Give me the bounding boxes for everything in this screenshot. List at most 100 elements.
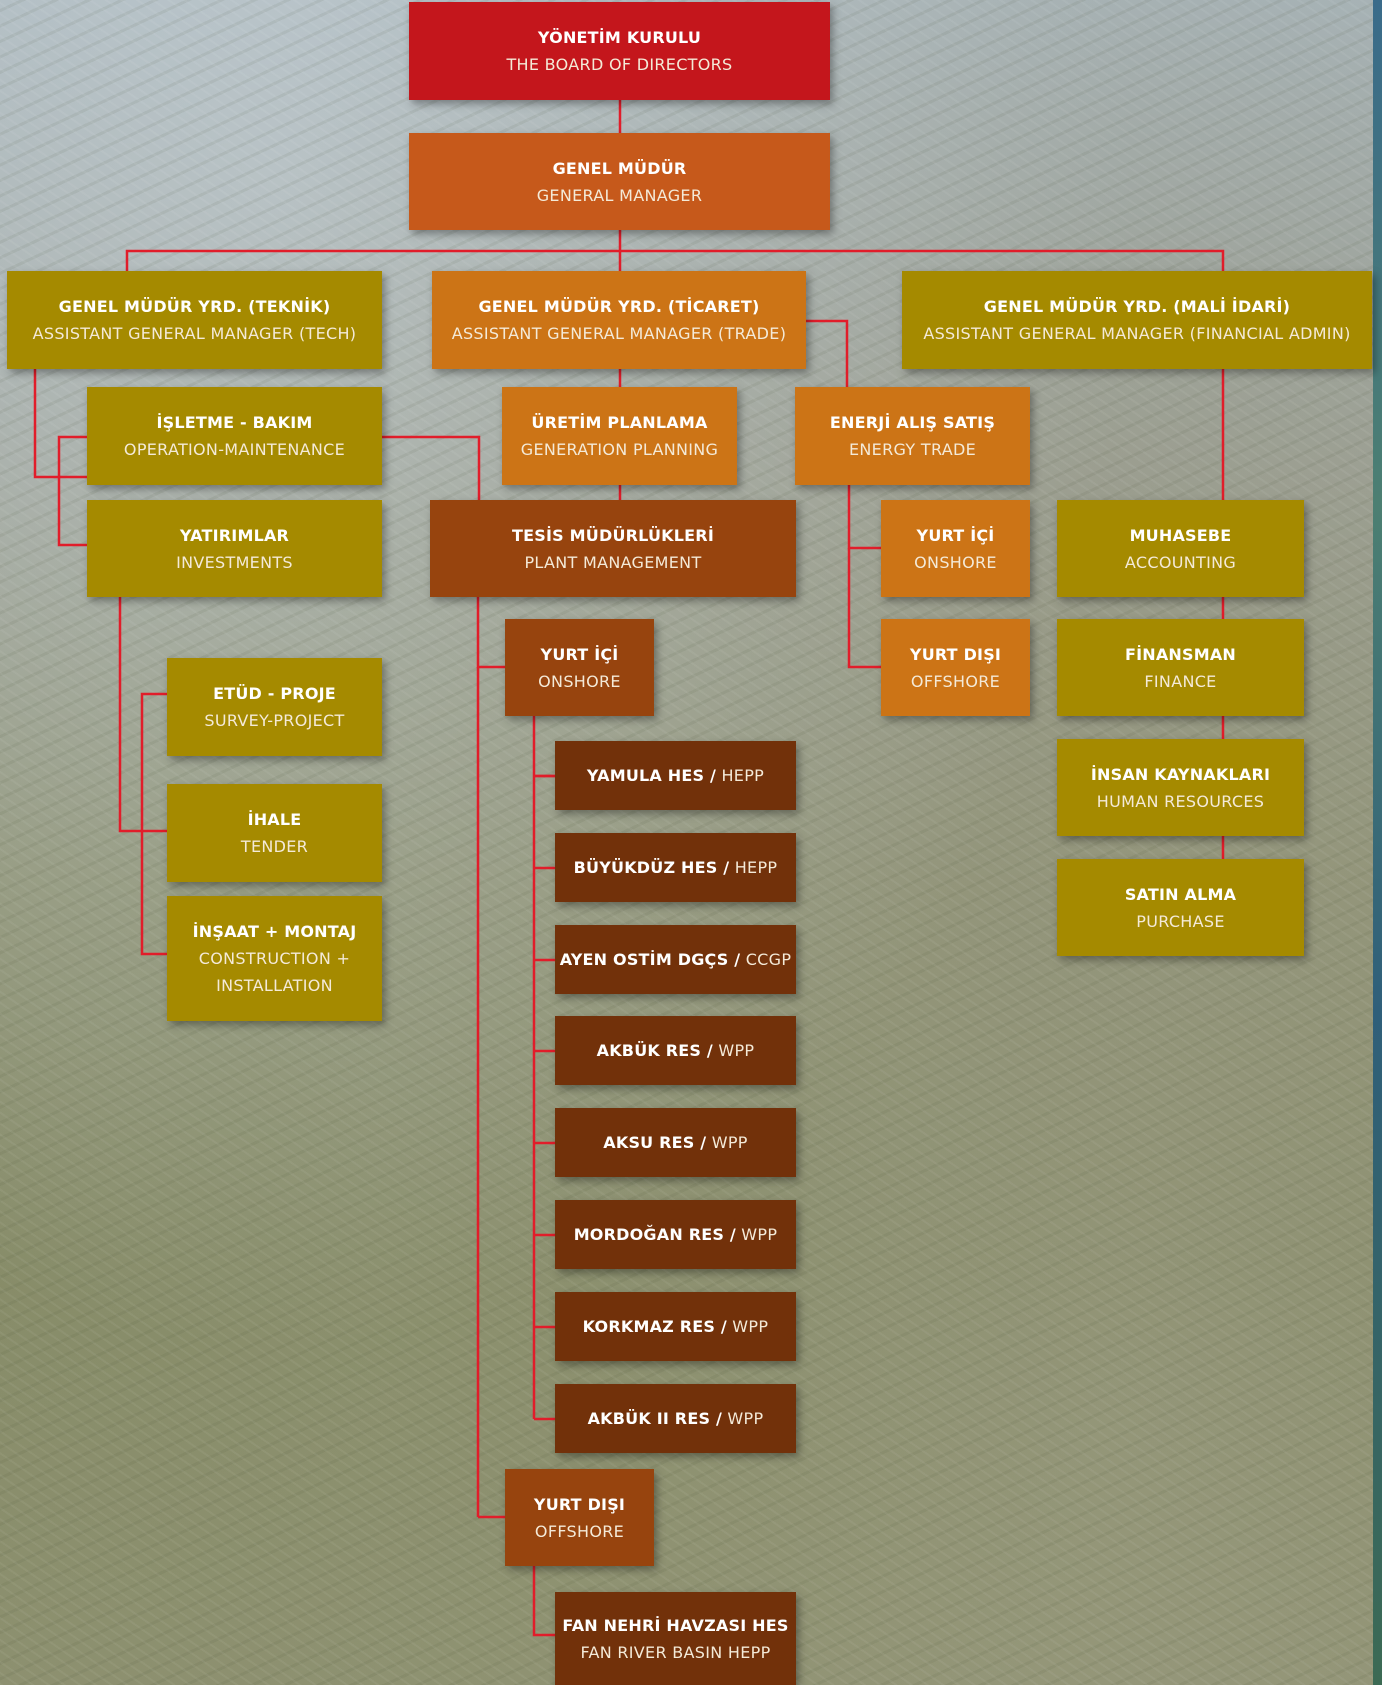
connector-offshore-fan <box>532 1566 555 1637</box>
plant-name: AKBÜK II RES / <box>587 1409 722 1428</box>
plant-type: WPP <box>706 1133 748 1152</box>
connector-top-bus <box>125 249 1225 271</box>
plant-item: BÜYÜKDÜZ HES / HEPP <box>555 833 796 902</box>
agm-fin-en: ASSISTANT GENERAL MANAGER (FINANCIAL ADM… <box>923 324 1351 343</box>
energy-tr: ENERJİ ALIŞ SATIŞ <box>829 413 996 432</box>
energy-onshore-en: ONSHORE <box>914 552 997 572</box>
plant-offshore-en: OFFSHORE <box>534 1521 625 1541</box>
connector-investments-sub <box>118 597 167 833</box>
plant-offshore-tr: YURT DIŞI <box>533 1494 626 1514</box>
generation-tr: ÜRETİM PLANLAMA <box>531 413 708 432</box>
operation-en: OPERATION-MAINTENANCE <box>123 440 346 459</box>
plant-type: WPP <box>712 1041 755 1060</box>
fan-river-en: FAN RIVER BASIN HEPP <box>580 1642 771 1662</box>
construction-en-line2: INSTALLATION <box>216 976 333 995</box>
accounting-en: ACCOUNTING <box>1124 552 1237 572</box>
connector-tech-investments <box>57 435 87 547</box>
board-of-directors-box: YÖNETİM KURULU THE BOARD OF DIRECTORS <box>409 2 830 100</box>
plant-mgmt-en: PLANT MANAGEMENT <box>524 552 702 572</box>
connector-tech-sub-bus <box>140 692 167 956</box>
agm-trade-box: GENEL MÜDÜR YRD. (TİCARET) ASSISTANT GEN… <box>432 271 806 369</box>
construction-installation-box: İNŞAAT + MONTAJ CONSTRUCTION + INSTALLAT… <box>167 896 382 1021</box>
page-edge-strip <box>1373 0 1382 1685</box>
board-title-tr: YÖNETİM KURULU <box>537 28 702 47</box>
plant-item: AYEN OSTİM DGÇS / CCGP <box>555 925 796 994</box>
construction-tr: İNŞAAT + MONTAJ <box>192 922 357 941</box>
connector-energy-onshore <box>847 485 881 550</box>
operation-tr: İŞLETME - BAKIM <box>156 413 313 432</box>
connector-operation-plant <box>382 435 481 500</box>
purchase-tr: SATIN ALMA <box>1124 884 1237 904</box>
connector-tech-operation <box>33 369 87 479</box>
plant-onshore-box: YURT İÇİ ONSHORE <box>505 619 654 716</box>
generation-planning-box: ÜRETİM PLANLAMA GENERATION PLANNING <box>502 387 737 485</box>
plant-type: HEPP <box>729 858 778 877</box>
survey-en: SURVEY-PROJECT <box>204 711 345 730</box>
energy-offshore-box: YURT DIŞI OFFSHORE <box>881 619 1030 716</box>
human-resources-box: İNSAN KAYNAKLARI HUMAN RESOURCES <box>1057 739 1304 836</box>
plant-onshore-tr: YURT İÇİ <box>540 644 619 664</box>
accounting-box: MUHASEBE ACCOUNTING <box>1057 500 1304 597</box>
fan-river-tr: FAN NEHRİ HAVZASI HES <box>562 1615 789 1635</box>
plant-type: HEPP <box>716 766 765 785</box>
generation-en: GENERATION PLANNING <box>520 440 719 459</box>
board-title-en: THE BOARD OF DIRECTORS <box>506 55 733 74</box>
finance-box: FİNANSMAN FINANCE <box>1057 619 1304 716</box>
plant-name: AKSU RES / <box>603 1133 707 1152</box>
plant-item: YAMULA HES / HEPP <box>555 741 796 810</box>
connector-energy-offshore <box>847 548 881 669</box>
tender-box: İHALE TENDER <box>167 784 382 882</box>
tender-tr: İHALE <box>247 810 302 829</box>
agm-financial-box: GENEL MÜDÜR YRD. (MALİ İDARİ) ASSISTANT … <box>902 271 1372 369</box>
finance-tr: FİNANSMAN <box>1124 644 1237 664</box>
agm-trade-tr: GENEL MÜDÜR YRD. (TİCARET) <box>478 297 760 316</box>
plant-name: KORKMAZ RES / <box>582 1317 727 1336</box>
finance-en: FINANCE <box>1144 671 1217 691</box>
energy-en: ENERGY TRADE <box>849 440 976 459</box>
investments-tr: YATIRIMLAR <box>179 525 290 545</box>
investments-en: INVESTMENTS <box>176 552 293 572</box>
plant-name: AYEN OSTİM DGÇS / <box>559 950 741 969</box>
agm-tech-en: ASSISTANT GENERAL MANAGER (TECH) <box>32 324 357 343</box>
construction-en-line1: CONSTRUCTION + <box>198 949 351 968</box>
plant-item: MORDOĞAN RES / WPP <box>555 1200 796 1269</box>
plant-type: WPP <box>726 1317 769 1336</box>
survey-tr: ETÜD - PROJE <box>213 684 336 703</box>
tender-en: TENDER <box>240 837 309 856</box>
accounting-tr: MUHASEBE <box>1129 525 1232 545</box>
connector-trade-energy <box>806 319 849 387</box>
energy-offshore-tr: YURT DIŞI <box>909 644 1002 664</box>
plant-item: AKSU RES / WPP <box>555 1108 796 1177</box>
plant-name: BÜYÜKDÜZ HES / <box>573 858 730 877</box>
plant-offshore-box: YURT DIŞI OFFSHORE <box>505 1469 654 1566</box>
energy-trade-box: ENERJİ ALIŞ SATIŞ ENERGY TRADE <box>795 387 1030 485</box>
purchase-box: SATIN ALMA PURCHASE <box>1057 859 1304 956</box>
plant-type: WPP <box>735 1225 778 1244</box>
investments-box: YATIRIMLAR INVESTMENTS <box>87 500 382 597</box>
energy-offshore-en: OFFSHORE <box>910 671 1001 691</box>
agm-fin-tr: GENEL MÜDÜR YRD. (MALİ İDARİ) <box>983 297 1291 316</box>
plant-onshore-en: ONSHORE <box>538 671 621 691</box>
energy-onshore-tr: YURT İÇİ <box>916 525 995 545</box>
energy-onshore-box: YURT İÇİ ONSHORE <box>881 500 1030 597</box>
plant-item: AKBÜK RES / WPP <box>555 1016 796 1085</box>
agm-trade-en: ASSISTANT GENERAL MANAGER (TRADE) <box>451 324 787 343</box>
plant-name: YAMULA HES / <box>586 766 717 785</box>
survey-project-box: ETÜD - PROJE SURVEY-PROJECT <box>167 658 382 756</box>
agm-tech-tr: GENEL MÜDÜR YRD. (TEKNİK) <box>58 297 331 316</box>
hr-tr: İNSAN KAYNAKLARI <box>1090 764 1271 784</box>
purchase-en: PURCHASE <box>1136 911 1225 931</box>
fan-river-basin-box: FAN NEHRİ HAVZASI HES FAN RIVER BASIN HE… <box>555 1592 796 1685</box>
general-manager-box: GENEL MÜDÜR GENERAL MANAGER <box>409 133 830 230</box>
plant-type: WPP <box>722 1409 764 1428</box>
gm-title-tr: GENEL MÜDÜR <box>552 158 687 178</box>
plant-type: CCGP <box>740 950 792 969</box>
plant-mgmt-tr: TESİS MÜDÜRLÜKLERİ <box>512 525 714 545</box>
hr-en: HUMAN RESOURCES <box>1096 791 1265 811</box>
agm-tech-box: GENEL MÜDÜR YRD. (TEKNİK) ASSISTANT GENE… <box>7 271 382 369</box>
operation-maintenance-box: İŞLETME - BAKIM OPERATION-MAINTENANCE <box>87 387 382 485</box>
plant-name: AKBÜK RES / <box>596 1041 713 1060</box>
connector-plant-ticks <box>534 774 555 1421</box>
plant-name: MORDOĞAN RES / <box>573 1225 736 1244</box>
